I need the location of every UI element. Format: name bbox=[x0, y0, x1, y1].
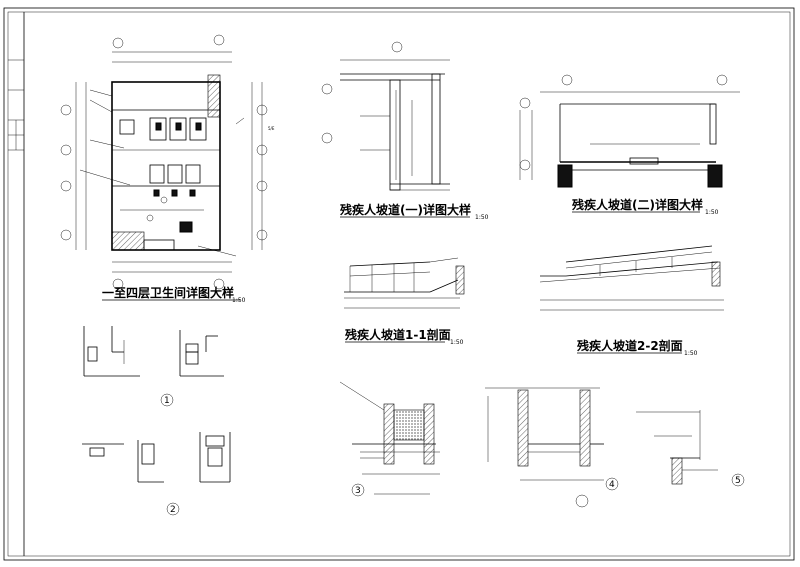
detail-3: 3 bbox=[339, 381, 440, 497]
detail-1-number: 1 bbox=[164, 396, 170, 406]
sheet-border bbox=[3, 7, 795, 561]
detail-4-bubble bbox=[605, 477, 619, 491]
detail-4-number: 4 bbox=[609, 480, 615, 490]
detail-4: 4 bbox=[485, 387, 619, 508]
ramp-1-plan-scale: 1:50 bbox=[475, 214, 489, 221]
ramp-1-section: 残疾人坡道1-1剖面 1:50 bbox=[344, 257, 465, 346]
ramp-2-plan-scale: 1:50 bbox=[705, 209, 719, 216]
detail-3-bubble bbox=[351, 483, 365, 497]
detail-1: 1 bbox=[83, 326, 224, 407]
toilet-plan-scale: 1:50 bbox=[232, 297, 246, 304]
title-block bbox=[8, 59, 24, 151]
ramp-2-plan: 残疾人坡道(二)详图大样 1:50 bbox=[519, 74, 740, 216]
svg-text:5/E: 5/E bbox=[268, 126, 275, 131]
ramp-1-section-scale: 1:50 bbox=[450, 339, 464, 346]
detail-3-number: 3 bbox=[355, 486, 361, 496]
ramp-2-plan-title: 残疾人坡道(二)详图大样 bbox=[572, 197, 703, 212]
detail-2-bubble bbox=[166, 502, 180, 516]
detail-2: 2 bbox=[82, 432, 231, 516]
ramp-1-section-title: 残疾人坡道1-1剖面 bbox=[345, 327, 451, 342]
detail-5-bubble bbox=[731, 473, 745, 487]
ramp-2-section-title: 残疾人坡道2-2剖面 bbox=[577, 338, 683, 353]
ramp-2-section-scale: 1:50 bbox=[684, 350, 698, 357]
ramp-1-plan: 残疾人坡道(一)详图大样 1:50 bbox=[321, 41, 489, 221]
ramp-2-section: 残疾人坡道2-2剖面 1:50 bbox=[539, 245, 724, 357]
toilet-plan: 5/E 一至四层卫生间详图大样 1:50 bbox=[60, 34, 275, 304]
ramp-1-plan-title: 残疾人坡道(一)详图大样 bbox=[340, 202, 471, 217]
detail-2-number: 2 bbox=[170, 505, 176, 515]
detail-5: 5 bbox=[636, 410, 745, 487]
detail-1-bubble bbox=[160, 393, 174, 407]
toilet-plan-title: 一至四层卫生间详图大样 bbox=[102, 285, 234, 300]
detail-5-number: 5 bbox=[735, 476, 741, 486]
